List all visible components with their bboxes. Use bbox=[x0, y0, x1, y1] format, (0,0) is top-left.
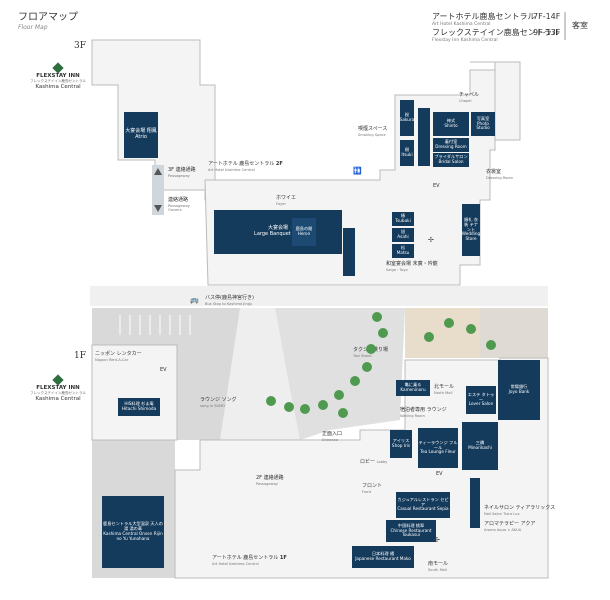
tree-icon bbox=[372, 312, 382, 322]
floor-range-art: 7F-14F bbox=[533, 12, 561, 21]
bus-icon: 🚌 bbox=[190, 296, 199, 304]
tree-icon bbox=[466, 324, 476, 334]
large-banquet-hall[interactable]: 大宴会場 Large Banquet Hall bbox=[214, 210, 342, 254]
tree-icon bbox=[486, 340, 496, 350]
atrium-en: Atrio bbox=[135, 134, 147, 140]
mall-shop-strip bbox=[470, 478, 480, 528]
floor-header-flex: フレックステイイン鹿島セントラル bbox=[432, 28, 560, 37]
floor-range-flex: 9F-13F bbox=[533, 28, 561, 37]
logo-sub: フレックステイイン鹿島セントラル bbox=[30, 391, 86, 395]
tree-icon bbox=[334, 390, 344, 400]
tree-icon bbox=[284, 402, 294, 412]
banquet-en: Large Banquet Hall bbox=[254, 231, 302, 237]
tree-icon bbox=[266, 396, 276, 406]
flexstay-logo-icon bbox=[52, 374, 64, 386]
rooms-label: 客室 bbox=[572, 21, 588, 30]
heron-jp: 鹿島の間 bbox=[295, 226, 313, 232]
floor-header-flex-en: Flexstay Inn Kashima Central bbox=[432, 38, 498, 43]
compass-icon: ✢ bbox=[428, 236, 434, 244]
tree-icon bbox=[318, 400, 328, 410]
ev-flex-1f: EV bbox=[160, 367, 167, 373]
tree-icon bbox=[350, 376, 360, 386]
tree-icon bbox=[362, 362, 372, 372]
corridor-block bbox=[418, 108, 430, 166]
page-subtitle: Floor Map bbox=[18, 24, 48, 31]
atrium-hall[interactable]: 大宴会場 翔鳳 Atrio bbox=[124, 112, 158, 158]
flexstay-logo-3f: FLEXSTAY INN フレックステイイン鹿島セントラル Kashima Ce… bbox=[28, 62, 88, 90]
floor-3f-label: 3F bbox=[74, 41, 86, 51]
logo-place: Kashima Central bbox=[35, 396, 81, 402]
flexstay-logo-1f: FLEXSTAY INN フレックステイイン鹿島セントラル Kashima Ce… bbox=[28, 374, 88, 402]
ev-3f: EV bbox=[433, 183, 440, 189]
tree-icon bbox=[444, 318, 454, 328]
banquet-jp: 大宴会場 bbox=[267, 225, 288, 232]
flexstay-logo-icon bbox=[52, 62, 64, 74]
banquet-annex bbox=[343, 228, 355, 276]
logo-name: FLEXSTAY INN bbox=[36, 385, 80, 391]
restroom-icon: 🚻 bbox=[353, 167, 362, 175]
lobby-label: ロビー Lobby bbox=[360, 459, 388, 465]
ev-1f: EV bbox=[436, 471, 443, 477]
logo-name: FLEXSTAY INN bbox=[36, 73, 80, 79]
tree-icon bbox=[366, 344, 376, 354]
atrium-jp: 大宴会場 翔鳳 bbox=[125, 128, 157, 135]
heron-en: Heron bbox=[297, 231, 311, 236]
tree-icon bbox=[338, 408, 348, 418]
page-title: フロアマップ bbox=[18, 12, 78, 23]
floor-header-art-en: Art Hotel Kashima Central bbox=[432, 22, 491, 27]
floor-header-art: アートホテル鹿島セントラル bbox=[432, 12, 536, 21]
tree-icon bbox=[424, 332, 434, 342]
logo-sub: フレックステイイン鹿島セントラル bbox=[30, 79, 86, 83]
bus-stop-label: バス停(鹿島神宮行き)Bus Stop to Kashima Jingu bbox=[205, 295, 254, 306]
tree-icon bbox=[378, 328, 388, 338]
floor-1f-label: 1F bbox=[74, 351, 86, 361]
tree-icon bbox=[300, 404, 310, 414]
compass-icon: ✢ bbox=[434, 536, 440, 544]
heron-hall[interactable]: 鹿島の間 Heron bbox=[292, 218, 316, 246]
logo-place: Kashima Central bbox=[35, 84, 81, 90]
